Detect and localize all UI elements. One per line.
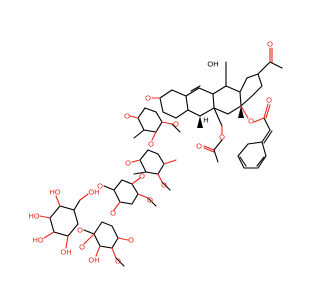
label-oh-a: HO: [49, 188, 60, 197]
label-o-ring4: O: [77, 226, 83, 235]
label-oh-d: OH: [60, 248, 71, 257]
label-o-methoxy3: O: [147, 196, 153, 205]
label-o-acetate-ring: O: [219, 133, 225, 142]
label-o-cinnamate-carbonyl: O: [266, 96, 272, 105]
label-o-glyco1: O: [145, 94, 151, 103]
label-o-ring2: O: [125, 159, 131, 168]
sugar-chain: [39, 97, 181, 267]
label-o-link34: O: [110, 209, 116, 218]
label-o-link23: O: [139, 172, 145, 181]
acetate-group: [203, 107, 223, 163]
label-o-link45: O: [128, 236, 134, 245]
label-oh-b: HO: [28, 212, 39, 221]
label-o-acetate-carbonyl: O: [196, 142, 202, 151]
structure-canvas: OH H O O O O O O O O O O O O O O O O O O…: [28, 39, 283, 267]
label-o-ring3: O: [97, 182, 103, 191]
molecule-structure: OH H O O O O O O O O O O O O O O O O O O…: [28, 40, 283, 267]
label-oh-c: HO: [32, 236, 43, 245]
label-o-ester-top: O: [248, 117, 254, 126]
label-oh-steroid: OH: [207, 60, 218, 69]
label-oh-primary: OH: [88, 188, 99, 197]
label-o-ring5: O: [79, 243, 85, 252]
label-o-ketone: O: [267, 40, 273, 49]
label-h-steroid: H: [203, 116, 208, 125]
cinnamate-ester: [237, 103, 273, 169]
label-o-methoxy4: O: [115, 257, 121, 266]
atom-labels: OH H O O O O O O O O O O O O O O O O O O…: [28, 40, 273, 266]
steroid-core: [159, 47, 283, 128]
label-o-link12: O: [148, 140, 154, 149]
label-o-ring1: O: [124, 112, 130, 121]
label-o-methoxy2: O: [161, 181, 167, 190]
label-o-methoxy1: O: [173, 120, 179, 129]
label-oh-ring4: OH: [88, 256, 99, 265]
